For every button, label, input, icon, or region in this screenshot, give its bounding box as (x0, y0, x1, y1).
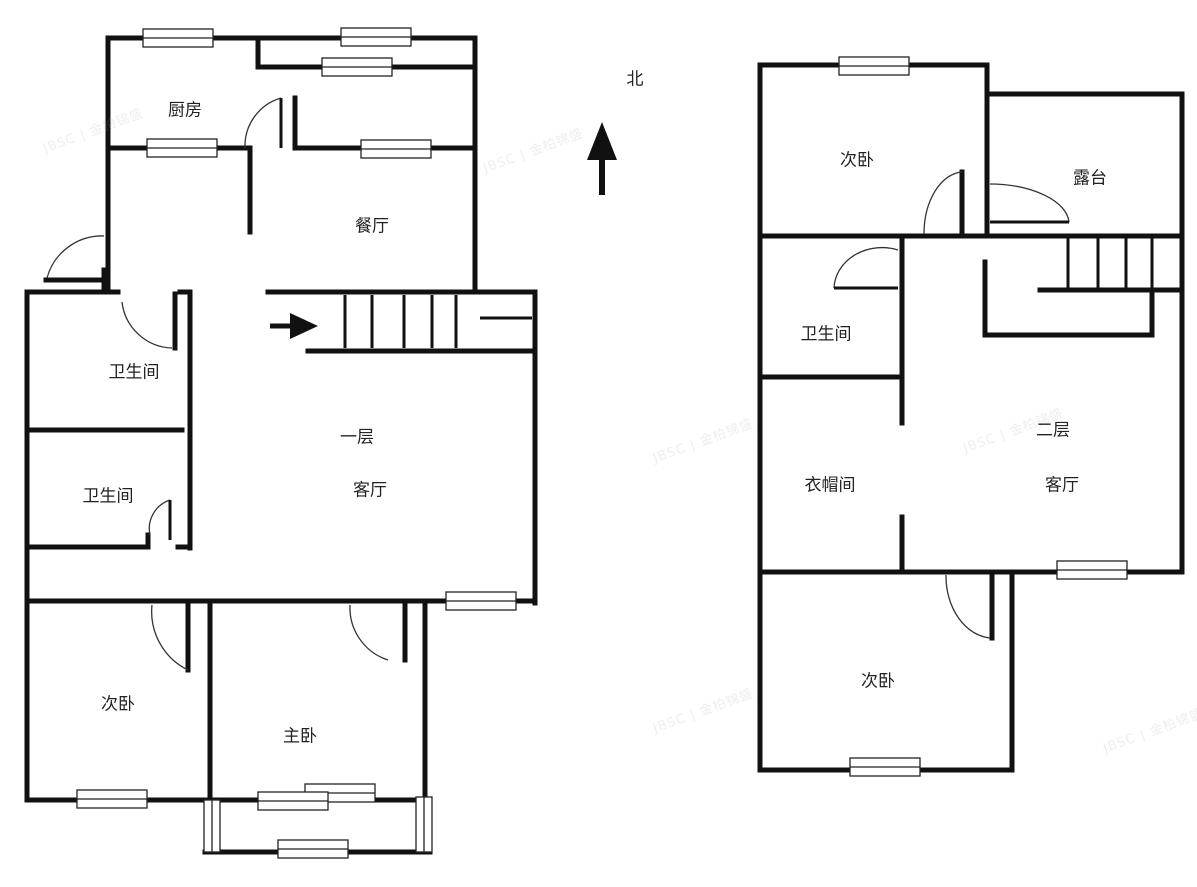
room-label-cloakroom: 衣帽间 (804, 475, 856, 496)
floor1-windows (76, 27, 517, 859)
room-label-bathroom-f2: 卫生间 (800, 324, 852, 345)
room-label-terrace: 露台 (1073, 168, 1107, 189)
floor1-walls (24, 35, 538, 855)
room-label-master-bedroom: 主卧 (283, 726, 317, 747)
room-label-living-f2: 客厅 (1045, 475, 1079, 496)
floor1-doors (46, 97, 389, 671)
floor2-walls (757, 62, 1185, 773)
room-label-bathroom-upper: 卫生间 (108, 362, 160, 383)
room-label-second-bedroom-south: 次卧 (861, 671, 895, 692)
floor2-level-label: 二层 (1036, 420, 1070, 441)
north-label: 北 (626, 69, 644, 90)
room-label-second-bedroom-north: 次卧 (840, 150, 874, 171)
room-label-living-f1: 客厅 (353, 480, 387, 501)
north-arrow-icon (587, 122, 617, 195)
room-label-kitchen: 厨房 (168, 100, 202, 121)
floor1-level-label: 一层 (340, 427, 374, 448)
room-label-bathroom-lower: 卫生间 (82, 486, 134, 507)
floor2-doors (833, 171, 1070, 639)
room-label-second-bedroom-f1: 次卧 (101, 694, 135, 715)
stair-direction-arrow-icon (270, 313, 318, 339)
room-label-dining: 餐厅 (355, 216, 389, 237)
floor2-windows (838, 56, 1128, 777)
